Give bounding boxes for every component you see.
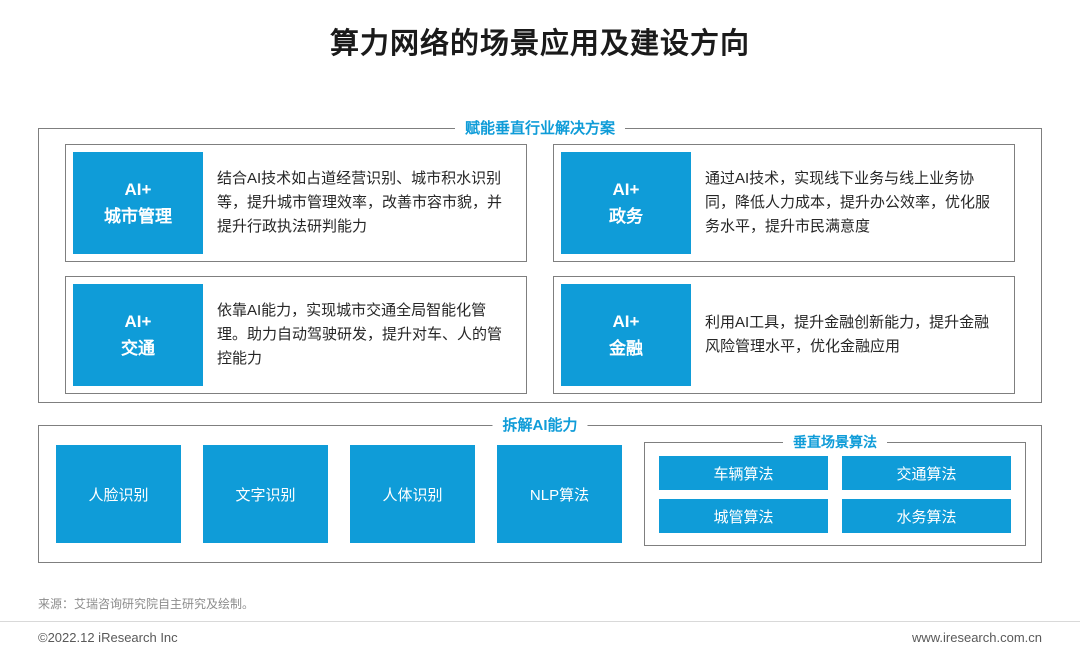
capabilities-section-label: 拆解AI能力 [492,415,588,436]
solution-card-city-management: AI+ 城市管理 结合AI技术如占道经营识别、城市积水识别等，提升城市管理效率，… [65,144,527,262]
source-note: 来源：艾瑞咨询研究院自主研究及绘制。 [38,597,255,611]
algorithm-traffic: 交通算法 [842,456,1011,490]
page-title: 算力网络的场景应用及建设方向 [329,28,750,60]
vertical-algorithms-label: 垂直场景算法 [783,432,887,453]
footer-bar: ©2022.12 iResearch Inc www.iresearch.com… [38,630,1042,645]
capabilities-section: 拆解AI能力 人脸识别 文字识别 人体识别 NLP算法 垂直场景算法 车辆算法 … [38,415,1042,563]
solution-tag-line2: 金融 [609,339,643,358]
vertical-algorithms-box: 垂直场景算法 车辆算法 交通算法 城管算法 水务算法 [644,432,1026,546]
solution-card-transportation: AI+ 交通 依靠AI能力，实现城市交通全局智能化管理。助力自动驾驶研发，提升对… [65,276,527,394]
capability-nlp-algorithm: NLP算法 [497,445,622,543]
solution-tag-line2: 城市管理 [104,207,172,226]
capabilities-row: 人脸识别 文字识别 人体识别 NLP算法 垂直场景算法 车辆算法 交通算法 城管… [56,426,1026,562]
footer-copyright: ©2022.12 iResearch Inc [38,630,178,645]
solution-tag-line1: AI+ [612,311,640,331]
solution-card-government: AI+ 政务 通过AI技术，实现线下业务与线上业务协同，降低人力成本，提升办公效… [553,144,1015,262]
solutions-grid: AI+ 城市管理 结合AI技术如占道经营识别、城市积水识别等，提升城市管理效率，… [65,144,1015,394]
algorithm-vehicle: 车辆算法 [659,456,828,490]
solution-tag-line1: AI+ [612,179,640,199]
algorithm-city-management: 城管算法 [659,499,828,533]
solution-tag-government: AI+ 政务 [561,152,691,254]
solution-card-finance: AI+ 金融 利用AI工具，提升金融创新能力，提升金融风险管理水平，优化金融应用 [553,276,1015,394]
solution-tag-finance: AI+ 金融 [561,284,691,386]
capability-body-recognition: 人体识别 [350,445,475,543]
solution-desc-finance: 利用AI工具，提升金融创新能力，提升金融风险管理水平，优化金融应用 [705,314,990,355]
algorithm-water-affairs: 水务算法 [842,499,1011,533]
solution-desc-transportation: 依靠AI能力，实现城市交通全局智能化管理。助力自动驾驶研发，提升对车、人的管控能… [217,302,503,367]
solution-tag-transportation: AI+ 交通 [73,284,203,386]
solution-tag-line2: 政务 [609,207,643,226]
solution-desc-government: 通过AI技术，实现线下业务与线上业务协同，降低人力成本，提升办公效率，优化服务水… [705,170,991,235]
capability-face-recognition: 人脸识别 [56,445,181,543]
solutions-section: 赋能垂直行业解决方案 AI+ 城市管理 结合AI技术如占道经营识别、城市积水识别… [38,118,1042,403]
solutions-section-label: 赋能垂直行业解决方案 [454,118,626,139]
solution-tag-line1: AI+ [124,311,152,331]
solution-tag-city-management: AI+ 城市管理 [73,152,203,254]
solution-tag-line2: 交通 [121,339,155,358]
footer-divider [0,621,1080,622]
solution-tag-line1: AI+ [124,179,152,199]
capability-text-recognition: 文字识别 [203,445,328,543]
solution-desc-city-management: 结合AI技术如占道经营识别、城市积水识别等，提升城市管理效率，改善市容市貌，并提… [217,170,503,235]
footer-website: www.iresearch.com.cn [911,630,1042,645]
